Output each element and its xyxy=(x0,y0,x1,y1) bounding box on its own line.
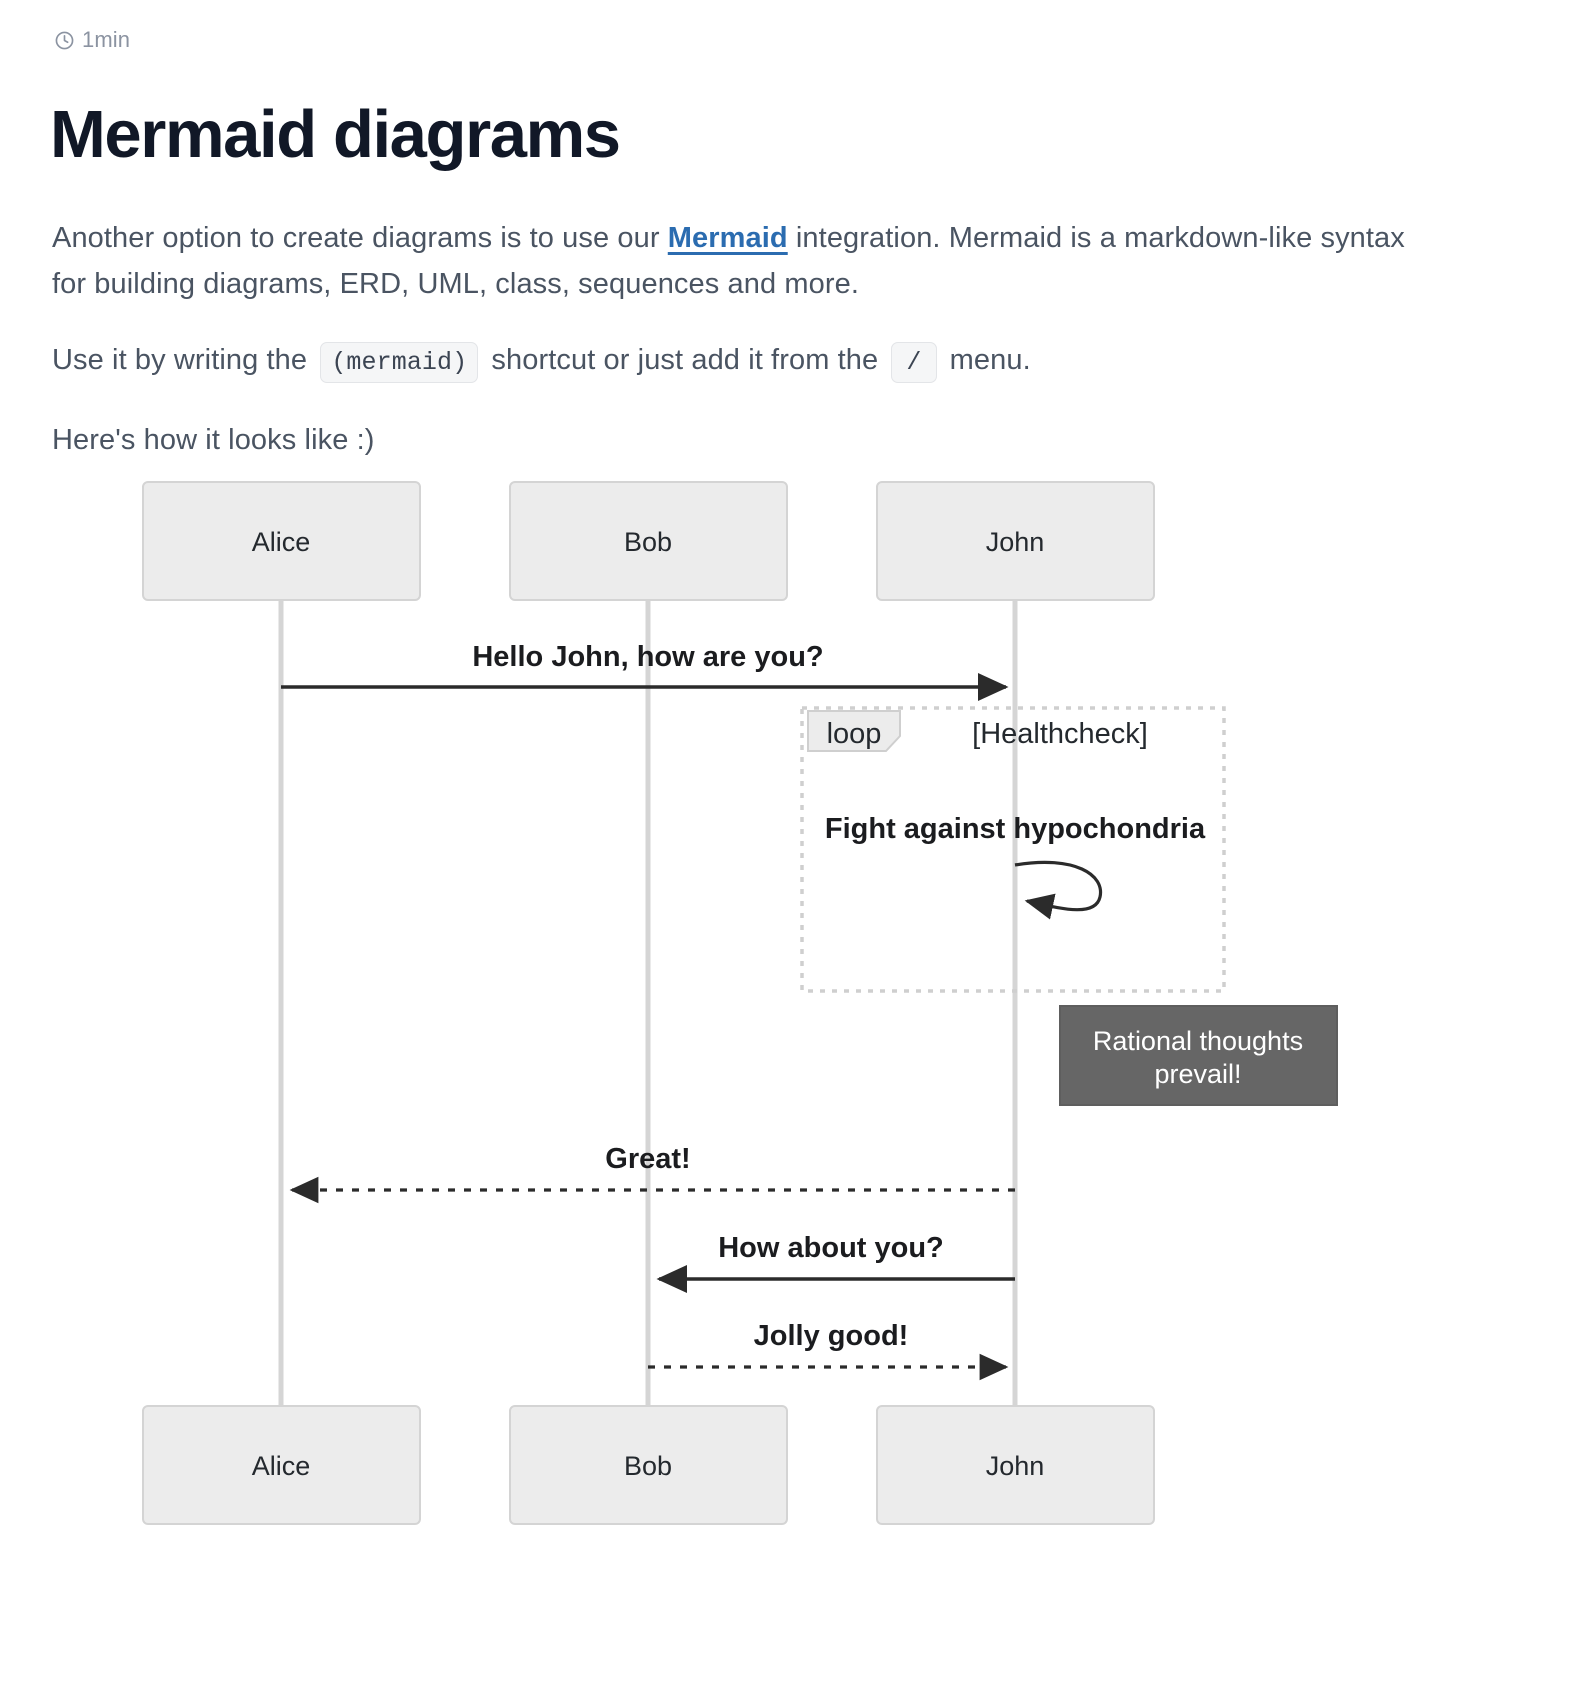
actor-box-john-top[interactable]: John xyxy=(876,481,1155,601)
note-rect xyxy=(1059,1005,1338,1106)
mermaid-sequence-diagram: Alice Bob John Hello John, how are you? … xyxy=(0,455,1580,1705)
usage-text-1: Use it by writing the xyxy=(52,344,316,376)
message-how-about-you: How about you? xyxy=(656,1232,1015,1294)
actor-label: John xyxy=(986,1451,1045,1481)
actor-box-bob-bottom[interactable]: Bob xyxy=(509,1405,788,1525)
loop-frame: loop [Healthcheck] xyxy=(800,706,1226,993)
message-hello-john: Hello John, how are you? xyxy=(281,641,1009,702)
intro-text-before: Another option to create diagrams is to … xyxy=(52,222,668,254)
actor-label: Alice xyxy=(252,1451,311,1481)
message-self-loop-john: Fight against hypochondria xyxy=(825,813,1206,920)
note-rational-thoughts: Rational thoughts prevail! xyxy=(1059,1005,1338,1106)
actor-rect xyxy=(876,481,1155,601)
actor-label: Bob xyxy=(624,1451,672,1481)
message-label: Jolly good! xyxy=(754,1320,909,1352)
read-time-label: 1min xyxy=(82,27,131,52)
actor-rect xyxy=(509,1405,788,1525)
usage-paragraph: Use it by writing the (mermaid) shortcut… xyxy=(52,337,1412,386)
actor-label: Bob xyxy=(624,527,672,557)
actor-box-alice-bottom[interactable]: Alice xyxy=(142,1405,421,1525)
actor-label: John xyxy=(986,527,1045,557)
slash-menu-code: / xyxy=(891,342,937,383)
loop-frame-border xyxy=(800,706,1226,993)
note-line-2: prevail! xyxy=(1154,1059,1241,1089)
usage-text-3: menu. xyxy=(941,344,1031,376)
usage-text-2: shortcut or just add it from the xyxy=(483,344,887,376)
loop-keyword: loop xyxy=(827,718,882,750)
actor-rect xyxy=(142,481,421,601)
lifelines xyxy=(278,600,1018,1406)
message-label: Great! xyxy=(605,1143,690,1175)
intro-text-after: integration. Mermaid is a markdown-like … xyxy=(52,222,1405,300)
loop-label-tab xyxy=(807,710,901,752)
mermaid-link[interactable]: Mermaid xyxy=(667,222,788,254)
message-great: Great! xyxy=(289,1143,1015,1204)
message-label: Hello John, how are you? xyxy=(472,641,823,673)
actor-rect xyxy=(509,481,788,601)
loop-condition: [Healthcheck] xyxy=(972,718,1148,750)
self-loop-arrow xyxy=(1014,860,1103,920)
page-title: Mermaid diagrams xyxy=(50,96,621,172)
preview-caption: Here's how it looks like :) xyxy=(52,424,375,456)
read-time: 1min xyxy=(54,27,130,53)
actor-rect xyxy=(876,1405,1155,1525)
mermaid-shortcut-code: (mermaid) xyxy=(320,342,479,383)
message-jolly-good: Jolly good! xyxy=(648,1320,1009,1381)
clock-icon xyxy=(54,30,75,51)
actor-box-alice-top[interactable]: Alice xyxy=(142,481,421,601)
actor-box-bob-top[interactable]: Bob xyxy=(509,481,788,601)
message-label: How about you? xyxy=(718,1232,944,1264)
actor-rect xyxy=(142,1405,421,1525)
actor-label: Alice xyxy=(252,527,311,557)
intro-paragraph: Another option to create diagrams is to … xyxy=(52,215,1412,307)
actor-box-john-bottom[interactable]: John xyxy=(876,1405,1155,1525)
message-label: Fight against hypochondria xyxy=(825,813,1206,845)
note-line-1: Rational thoughts xyxy=(1093,1026,1303,1056)
